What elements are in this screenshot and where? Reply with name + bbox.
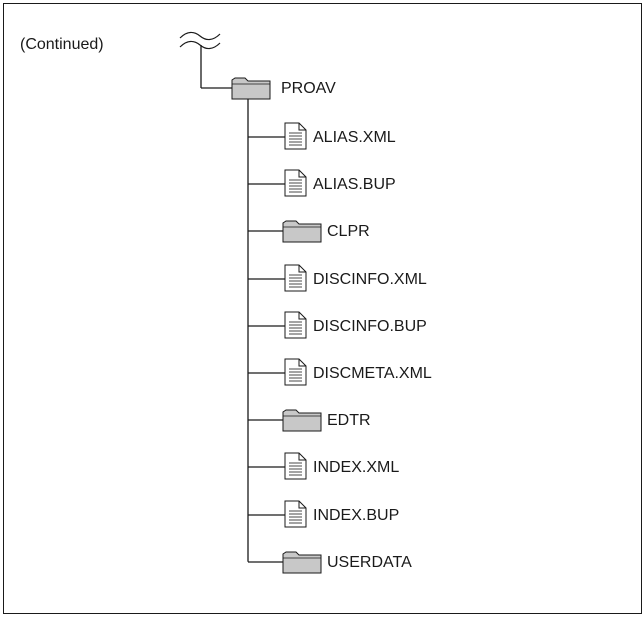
document-icon (284, 358, 307, 386)
continued-label: (Continued) (20, 36, 104, 53)
diagram-frame (3, 3, 642, 614)
folder-icon (282, 551, 322, 574)
file-label: ALIAS.XML (313, 129, 396, 146)
document-icon (284, 311, 307, 339)
document-icon (284, 264, 307, 292)
file-label: DISCINFO.BUP (313, 318, 427, 335)
file-label: DISCINFO.XML (313, 271, 427, 288)
break-mark-icon (179, 31, 221, 50)
folder-label: CLPR (327, 223, 370, 240)
folder-icon (282, 220, 322, 243)
tree-connector-lines (200, 45, 285, 563)
root-folder-label: PROAV (281, 80, 336, 97)
folder-label: USERDATA (327, 554, 412, 571)
folder-icon (231, 77, 271, 100)
document-icon (284, 169, 307, 197)
file-label: INDEX.BUP (313, 507, 400, 524)
folder-icon (282, 409, 322, 432)
file-label: ALIAS.BUP (313, 176, 396, 193)
folder-label: EDTR (327, 412, 371, 429)
document-icon (284, 122, 307, 150)
document-icon (284, 500, 307, 528)
document-icon (284, 452, 307, 480)
file-label: DISCMETA.XML (313, 365, 432, 382)
file-label: INDEX.XML (313, 459, 400, 476)
